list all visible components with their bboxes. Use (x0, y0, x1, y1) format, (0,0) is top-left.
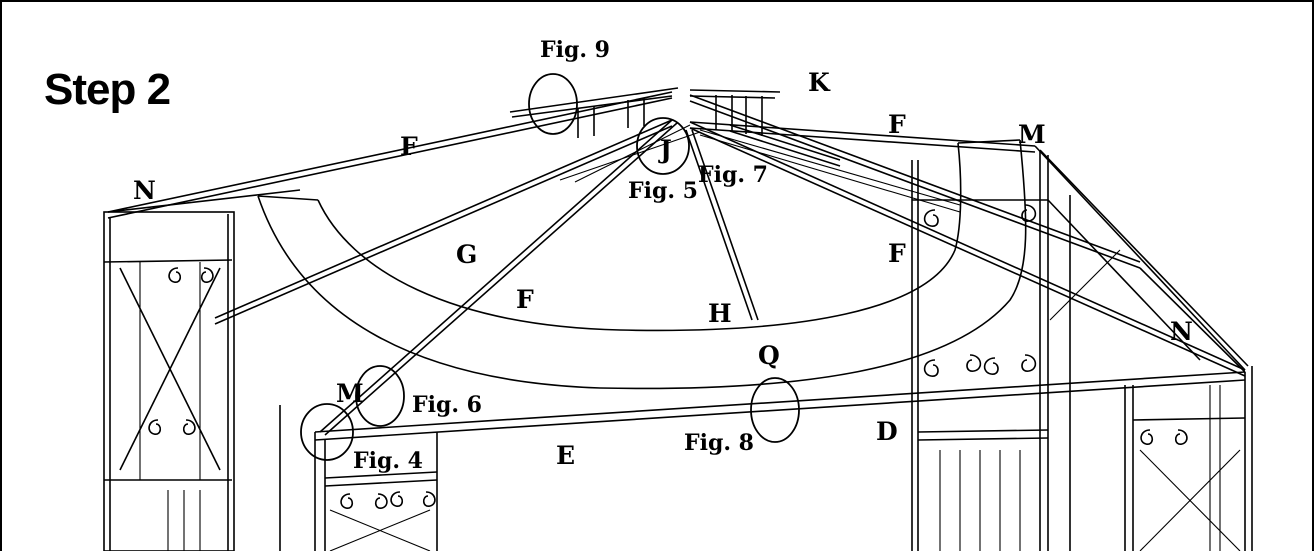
label-H: H (708, 299, 732, 328)
roof-rafters (107, 91, 1249, 436)
label-K: K (808, 68, 831, 97)
fig5-label: Fig. 5 (628, 178, 698, 204)
detail-callouts (300, 73, 800, 461)
step-title: Step 2 (44, 65, 170, 114)
label-F-left: F (400, 132, 418, 161)
label-M-right: M (1018, 120, 1046, 149)
front-right-post-panel (1124, 366, 1253, 551)
label-D: D (876, 417, 898, 446)
front-left-post-panel (279, 405, 438, 551)
label-G: G (456, 240, 477, 269)
fig6-circle (355, 365, 405, 427)
label-E: E (556, 441, 575, 470)
fig4-label: Fig. 4 (353, 448, 423, 474)
label-Q: Q (758, 341, 780, 370)
front-beams (314, 267, 1246, 441)
label-F-top-right: F (888, 110, 906, 139)
label-F-center: F (516, 285, 534, 314)
right-back-post-panel (911, 150, 1201, 551)
label-F-right: F (888, 239, 906, 268)
fig9-circle (528, 73, 578, 135)
fig9-label: Fig. 9 (540, 37, 610, 63)
fig6-label: Fig. 6 (412, 392, 482, 418)
left-post-panel (103, 211, 235, 551)
fig7-label: Fig. 7 (698, 162, 768, 188)
fig8-circle (750, 377, 800, 443)
label-N-right: N (1170, 317, 1193, 346)
ridge-bracket (509, 87, 841, 167)
canopy-band (257, 139, 1027, 390)
fig5-circle (636, 117, 690, 175)
label-M-left: M (336, 379, 364, 408)
fig4-circle (300, 403, 354, 461)
fig8-label: Fig. 8 (684, 430, 754, 456)
label-J: J (658, 135, 672, 164)
label-N-left: N (133, 176, 156, 205)
